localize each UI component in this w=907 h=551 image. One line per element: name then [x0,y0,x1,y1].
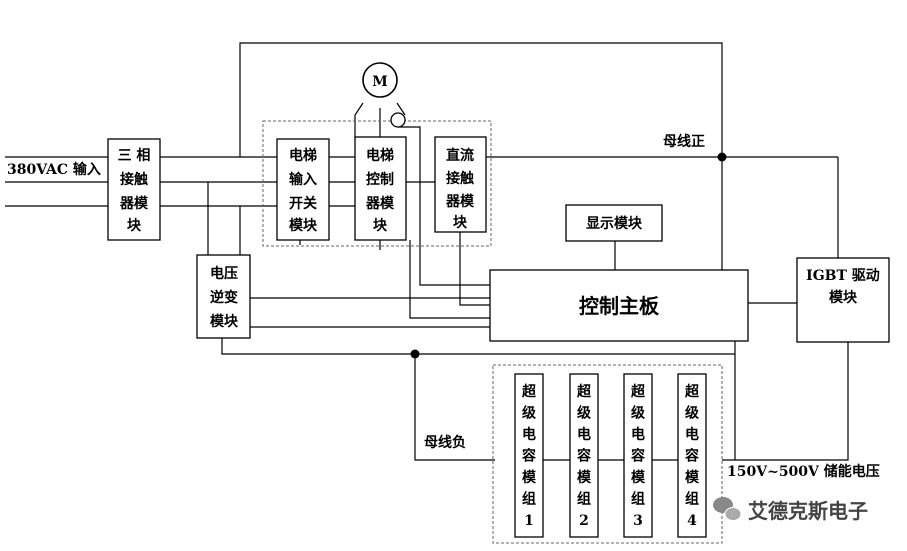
svg-text:三 相: 三 相 [118,147,151,164]
svg-text:器模: 器模 [445,193,475,210]
supercap-char: 模 [577,469,592,486]
main-control-board-block: 控制主板 [489,269,749,342]
supercap-char: 1 [524,513,534,529]
supercap-char: 模 [631,469,646,486]
elevator-group-frame [262,120,492,247]
elevator-input-switch-block: 电梯 输入 开关 模块 [276,138,330,241]
supercap-char: 组 [685,491,699,508]
supercap-char: 超 [521,383,537,400]
svg-text:显示模块: 显示模块 [586,215,643,232]
supercap-char: 组 [631,491,645,508]
supercap-char: 4 [687,513,697,529]
supercap-char: 超 [684,383,700,400]
supercap-char: 组 [577,491,591,508]
supercap-char: 模 [685,469,700,486]
svg-text:块: 块 [127,218,142,234]
current-sensor-icon [390,112,406,128]
supercap-char: 容 [521,448,536,465]
svg-text:输入: 输入 [289,171,317,188]
svg-text:接触: 接触 [446,170,474,187]
watermark: 艾德克斯电子 [713,497,868,523]
wiring [5,42,849,461]
supercap-char: 级 [577,405,592,422]
supercap-char: 容 [576,448,591,465]
bus-positive-label: 母线正 [663,133,705,150]
supercap-char: 组 [522,491,536,508]
wechat-icon [713,497,742,521]
storage-voltage-label: 150V~500V 储能电压 [727,463,880,480]
svg-text:开关: 开关 [289,195,317,212]
supercap-char: 电 [631,426,645,443]
supercap-char: 电 [685,426,699,443]
supercap-char: 容 [684,448,699,465]
svg-text:电压: 电压 [210,265,238,282]
svg-text:直流: 直流 [446,147,474,164]
three-phase-contactor-block: 三 相 接触 器模 块 [107,138,161,241]
svg-text:控制: 控制 [366,171,394,188]
supercap-group-frame [492,364,723,544]
svg-text:逆变: 逆变 [210,289,238,306]
svg-text:接触: 接触 [120,171,148,188]
voltage-inverter-block: 电压 逆变 模块 [196,254,251,339]
supercap-char: 超 [630,383,646,400]
supercap-char: 电 [522,426,536,443]
svg-text:电梯: 电梯 [366,147,394,164]
igbt-driver-block: IGBT 驱动 模块 [796,257,890,343]
svg-text:块: 块 [453,215,468,231]
supercap-char: 容 [630,448,645,465]
motor-symbol: M [362,62,398,98]
supercap-char: 级 [685,405,700,422]
supercap-char: 电 [577,426,591,443]
svg-text:IGBT 驱动: IGBT 驱动 [806,267,880,284]
display-module-block: 显示模块 [565,204,663,242]
dc-contactor-block: 直流 接触 器模 块 [434,136,487,233]
svg-text:器模: 器模 [365,195,395,212]
svg-text:模块: 模块 [289,217,318,234]
svg-text:控制主板: 控制主板 [579,294,660,318]
supercap-char: 3 [633,513,643,529]
svg-text:器模: 器模 [119,195,149,212]
supercap-char: 级 [631,405,646,422]
supercap-char: 超 [576,383,592,400]
supercap-char: 模 [522,469,537,486]
svg-text:块: 块 [373,218,388,234]
bus-negative-label: 母线负 [424,434,466,451]
input-label: 380VAC 输入 [7,161,101,178]
watermark-text: 艾德克斯电子 [748,499,868,523]
svg-text:模块: 模块 [829,289,858,306]
elevator-controller-block: 电梯 控制 器模 块 [354,136,407,241]
svg-text:模块: 模块 [210,313,239,330]
supercap-char: 2 [579,513,589,529]
motor-label: M [372,74,388,90]
svg-text:电梯: 电梯 [289,147,317,164]
supercap-char: 级 [522,405,537,422]
